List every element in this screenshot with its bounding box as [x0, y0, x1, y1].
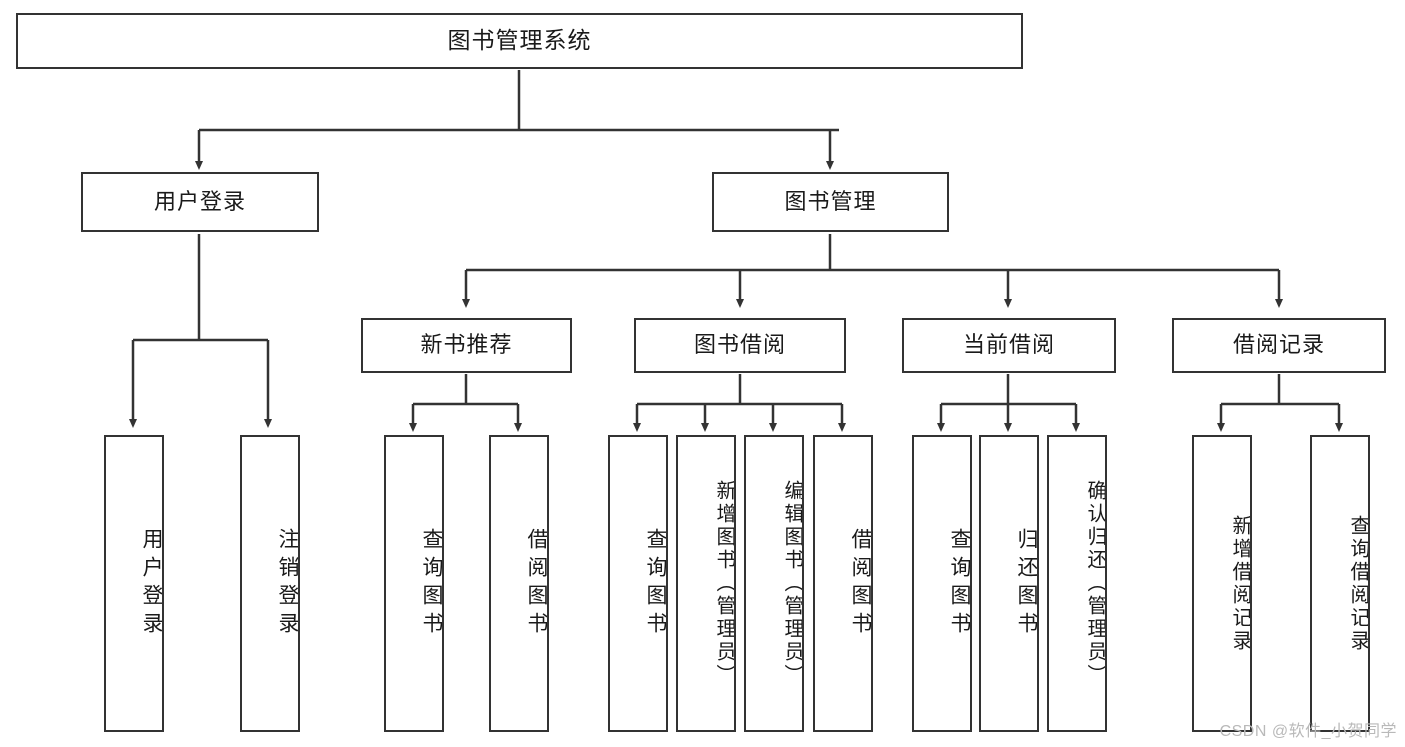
leaf-return-book-label: 归还图书	[1015, 527, 1038, 640]
leaf-user-logout-label: 注销登录	[276, 527, 299, 640]
leaf-query-borrow-record[interactable]: 查询借阅记录	[1310, 435, 1370, 732]
leaf-borrow-book-recommend-label: 借阅图书	[525, 527, 548, 640]
node-book-management-label: 图书管理	[784, 188, 877, 214]
node-root[interactable]: 图书管理系统	[16, 13, 1023, 69]
node-current-borrow[interactable]: 当前借阅	[902, 318, 1116, 373]
node-book-borrow-label: 图书借阅	[693, 332, 786, 358]
node-user-login[interactable]: 用户登录	[81, 172, 319, 232]
leaf-query-book-recommend[interactable]: 查询图书	[384, 435, 444, 732]
leaf-add-borrow-record-label: 新增借阅记录	[1229, 514, 1251, 653]
leaf-user-login-label: 用户登录	[140, 527, 163, 640]
leaf-confirm-return[interactable]: 确认归还（管理员）	[1047, 435, 1107, 732]
leaf-query-book-current-label: 查询图书	[948, 527, 971, 640]
leaf-query-book-current[interactable]: 查询图书	[912, 435, 972, 732]
leaf-edit-book[interactable]: 编辑图书（管理员）	[744, 435, 804, 732]
leaf-edit-book-label: 编辑图书（管理员）	[781, 480, 803, 687]
node-current-borrow-label: 当前借阅	[962, 332, 1055, 358]
leaf-query-borrow-record-label: 查询借阅记录	[1347, 514, 1369, 653]
node-new-book-recommend[interactable]: 新书推荐	[361, 318, 572, 373]
leaf-user-login[interactable]: 用户登录	[104, 435, 164, 732]
node-borrow-record-label: 借阅记录	[1232, 332, 1325, 358]
leaf-query-book-borrow-label: 查询图书	[644, 527, 667, 640]
csdn-watermark: CSDN @软件_小贺同学	[1219, 723, 1397, 740]
leaf-query-book-recommend-label: 查询图书	[420, 527, 443, 640]
node-book-management[interactable]: 图书管理	[712, 172, 949, 232]
node-book-borrow[interactable]: 图书借阅	[634, 318, 846, 373]
leaf-query-book-borrow[interactable]: 查询图书	[608, 435, 668, 732]
leaf-user-logout[interactable]: 注销登录	[240, 435, 300, 732]
node-root-label: 图书管理系统	[447, 27, 592, 54]
node-borrow-record[interactable]: 借阅记录	[1172, 318, 1386, 373]
leaf-add-book-label: 新增图书（管理员）	[713, 480, 735, 687]
leaf-borrow-book-recommend[interactable]: 借阅图书	[489, 435, 549, 732]
leaf-add-borrow-record[interactable]: 新增借阅记录	[1192, 435, 1252, 732]
leaf-borrow-book[interactable]: 借阅图书	[813, 435, 873, 732]
leaf-confirm-return-label: 确认归还（管理员）	[1084, 480, 1106, 687]
leaf-return-book[interactable]: 归还图书	[979, 435, 1039, 732]
leaf-borrow-book-label: 借阅图书	[849, 527, 872, 640]
node-new-book-recommend-label: 新书推荐	[420, 332, 513, 358]
leaf-add-book[interactable]: 新增图书（管理员）	[676, 435, 736, 732]
node-user-login-label: 用户登录	[153, 188, 246, 214]
